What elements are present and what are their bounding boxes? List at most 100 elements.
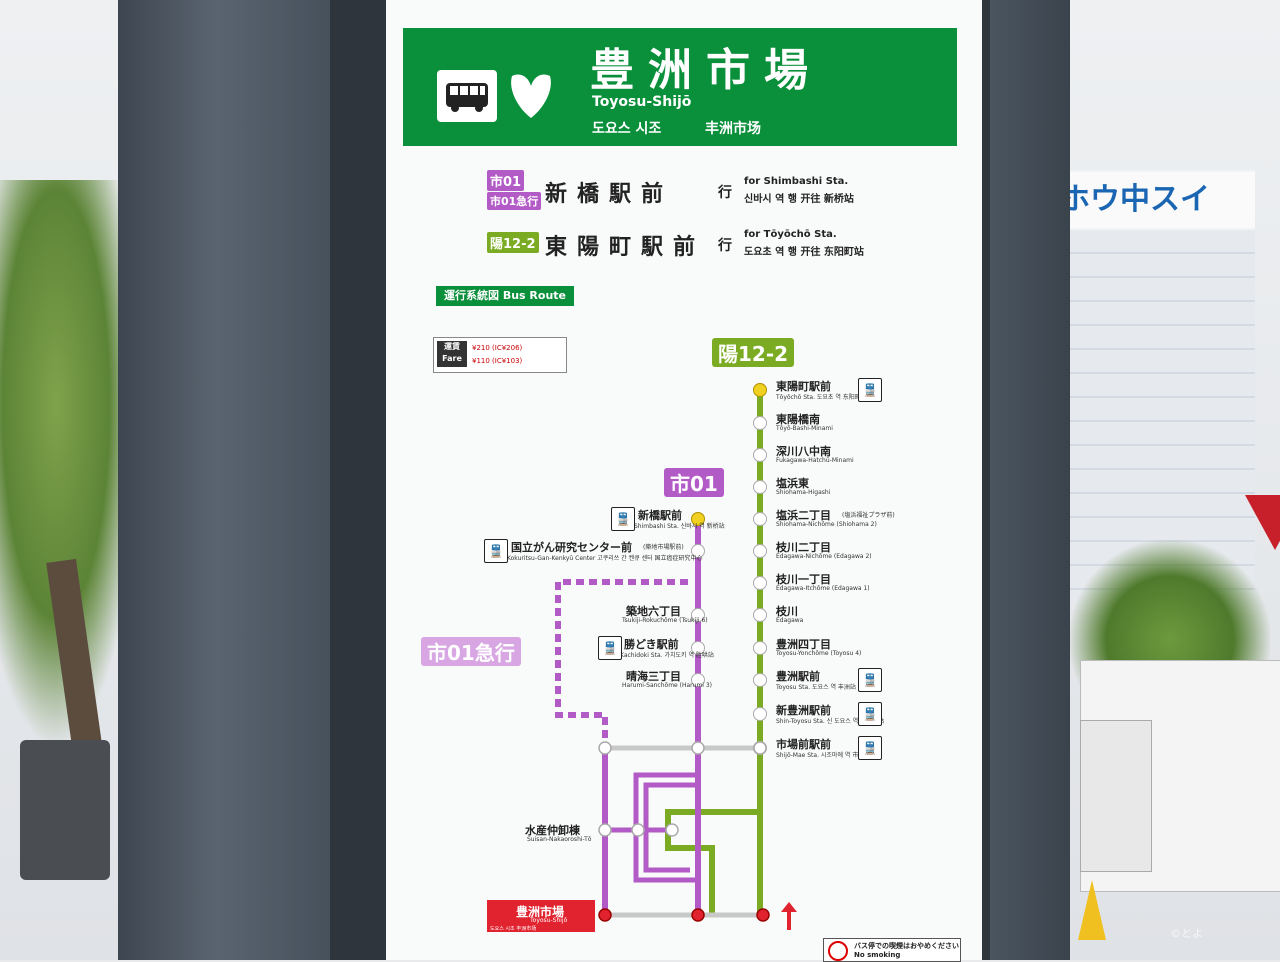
stop-name-korean: 도요스 시조 [592,121,662,137]
destination-suffix: 行 [718,185,732,201]
stop-name: 市場前駅前 [776,738,831,751]
current-stop-korean: 도요스 시조 [490,926,515,932]
sign-post-left [118,0,336,960]
stop-subtitle: Tsukiji-Rokuchōme (Tsukiji 6) [622,617,708,624]
stop-subtitle: Shimbashi Sta. 신바시 역 新桥站 [634,523,725,530]
train-icon: 🚆 [611,507,635,531]
stop-name: 豊洲駅前 [776,670,820,683]
tokyo-ginkgo-icon [506,68,556,124]
stop-name: 晴海三丁目 [626,670,681,683]
destination-korean-chinese: 신바시 역 행 开往 新桥站 [744,194,854,205]
bus-icon [437,70,497,122]
stop-marker [753,576,767,590]
destination-suffix: 行 [718,238,732,254]
route-badge-yo12-2: 陽12-2 [487,232,539,253]
stop-subtitle: Tōyōchō Sta. 도요초 역 东阳町站 [776,394,867,401]
stop-subtitle: Fukagawa-Hatchū-Minami [776,457,854,464]
destination-english: for Shimbashi Sta. [744,176,849,187]
stop-markers [598,823,679,837]
stop-marker [753,544,767,558]
building-sign-text: ホウ中スイ [1060,182,1210,217]
stop-subtitle: Tōyō-Bashi-Minami [776,425,833,432]
route-map-title: 運行系統図 Bus Route [436,286,574,306]
stop-subtitle: Kachidoki Sta. 가치도키 역 胜哄站 [620,652,714,659]
sign-post-right [984,0,1070,960]
stop-subtitle: Kokuritsu-Gan-Kenkyū Center 고쿠리쓰 간 켄큐 센터… [507,555,703,562]
train-icon: 🚆 [858,378,882,402]
destination-english: for Tōyōchō Sta. [744,229,837,240]
stop-subtitle: Shiohama-Higashi [776,489,831,496]
stop-subtitle: Harumi-Sanchōme (Harumi 3) [622,682,713,689]
building-sign: ホウ中スイ [1060,172,1255,228]
train-icon: 🚆 [598,636,622,660]
stop-name: 新橋駅前 [638,509,682,522]
stop-name-romaji: Toyosu-Shijō [592,94,692,110]
current-stop-ko-zh: 도요스 시조 丰洲市场 [490,925,536,932]
route-badge-shi01-express: 市01急行 [487,192,542,210]
fare-adult: ¥210 (IC¥206) [472,344,523,352]
stop-note: (築地市場駅前) [643,544,684,551]
yield-sign [1245,495,1280,550]
stop-subtitle: Shin-Toyosu Sta. 신 도요스 역 新丰洲站 [776,718,885,725]
stop-subtitle: Edagawa-Nichōme (Edagawa 2) [776,553,872,560]
stop-marker [691,544,705,558]
stop-marker [753,707,767,721]
stop-marker [753,448,767,462]
truck-cab [1080,720,1152,872]
no-smoking-text-jp: バス停での喫煙はおやめください [854,942,959,950]
stop-subtitle: Toyosu Sta. 도요스 역 丰洲站 [776,684,856,691]
traffic-cone [1078,880,1106,940]
destination-korean-chinese: 도요초 역 행 开往 东阳町站 [744,247,864,258]
stop-name: 豊洲四丁目 [776,638,831,651]
stop-marker [691,512,705,526]
stop-name: 国立がん研究センター前 [511,541,632,554]
stop-subtitle: Suisan-Nakaoroshi-Tō [527,836,592,843]
train-icon: 🚆 [858,702,882,726]
train-icon: 🚆 [858,736,882,760]
route-label-shi01: 市01 [664,468,724,497]
stop-name: 枝川 [776,605,798,618]
parked-car [20,740,110,880]
route-badge-shi01: 市01 [487,170,525,191]
stop-name-japanese: 豊洲市場 [590,45,822,96]
stop-name: 塩浜二丁目 [776,509,831,522]
stop-name: 東陽町駅前 [776,380,831,393]
stop-subtitle: Toyosu-Yonchōme (Toyosu 4) [776,650,862,657]
stop-note: (塩浜福祉プラザ前) [842,512,895,519]
stop-subtitle: Shiohama-Nichōme (Shiohama 2) [776,521,877,528]
stop-marker [753,480,767,494]
stop-marker [753,608,767,622]
stop-marker [753,416,767,430]
train-icon: 🚆 [484,539,508,563]
stop-marker [691,608,705,622]
route-label-yo12-2: 陽12-2 [712,338,795,367]
stop-subtitle: Shijō-Mae Sta. 시조마에 역 市场前站 [776,752,877,759]
current-stop-chinese: 丰洲市场 [516,926,537,932]
stop-name: 枝川一丁目 [776,573,831,586]
stop-marker [753,383,767,397]
stop-name: 東陽橋南 [776,413,820,426]
current-stop-romaji: Toyosu-Shijō [530,917,568,924]
stop-name: 新豊洲駅前 [776,704,831,717]
stop-subtitle: Edagawa-Itchōme (Edagawa 1) [776,585,870,592]
current-stop-name: 豊洲市場 [516,905,565,919]
fare-child: ¥110 (IC¥103) [472,357,523,365]
stop-subtitle: Edagawa [776,617,804,624]
stop-name: 水産仲卸棟 [525,824,580,837]
stop-marker [691,641,705,655]
stop-marker [753,641,767,655]
photo-watermark: ©とよ [1170,927,1203,940]
stop-name-chinese: 丰洲市场 [705,121,761,137]
stop-name: 築地六丁目 [626,605,681,618]
destination-name: 東陽町駅前 [545,235,706,260]
stop-name: 深川八中南 [776,445,831,458]
stop-name: 勝どき駅前 [624,638,679,651]
no-smoking-text-en: No smoking [854,951,901,959]
current-stop-box [487,900,595,932]
junction-markers [598,741,770,922]
stop-marker [753,512,767,526]
stop-name: 枝川二丁目 [776,541,831,554]
destination-name: 新橋駅前 [545,182,674,207]
no-smoking-icon [828,941,848,961]
stop-marker [753,673,767,687]
